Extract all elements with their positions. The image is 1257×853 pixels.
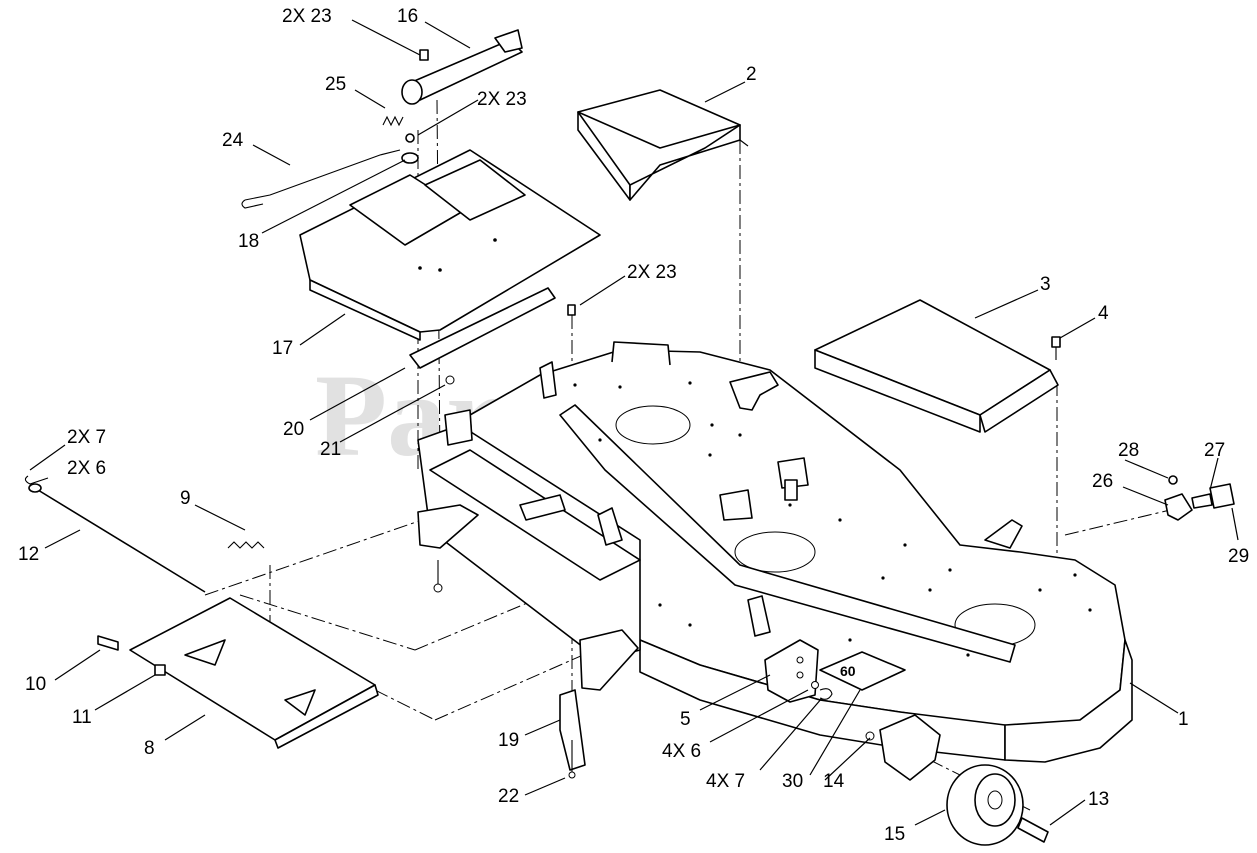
callout-17: 17 <box>272 338 293 359</box>
callout-20: 20 <box>283 419 304 440</box>
callout-28: 28 <box>1118 440 1139 461</box>
callout-29: 29 <box>1228 546 1249 567</box>
callout-2: 2 <box>746 64 757 85</box>
rod-spring-set <box>24 475 265 593</box>
callout-13: 13 <box>1088 789 1109 810</box>
washout-fitting <box>1164 483 1235 521</box>
deck-hitch-frame <box>417 361 641 691</box>
callout-19: 19 <box>498 730 519 751</box>
callout-25: 25 <box>325 74 346 95</box>
callout-3: 3 <box>1040 274 1051 295</box>
callout-5: 5 <box>680 709 691 730</box>
callout-7b: 4X 7 <box>706 771 745 792</box>
leader-lines <box>29 19 1239 826</box>
callout-14: 14 <box>823 771 845 792</box>
callout-18: 18 <box>238 231 259 252</box>
callout-6a: 2X 6 <box>67 458 106 479</box>
callout-1: 1 <box>1178 709 1189 730</box>
callout-12: 12 <box>18 544 39 565</box>
callout-9: 9 <box>180 488 191 509</box>
callout-11: 11 <box>72 707 92 728</box>
callout-23a: 2X 23 <box>282 6 332 27</box>
belt-cover-left <box>577 89 749 201</box>
belt-cover-right <box>814 299 1059 433</box>
callout-6b: 4X 6 <box>662 741 701 762</box>
callout-22: 22 <box>498 786 519 807</box>
spring-rod-washer <box>241 115 419 209</box>
adjustment-plate <box>97 597 379 749</box>
callout-26: 26 <box>1092 471 1113 492</box>
bolts <box>1051 336 1178 485</box>
callout-labels: 2X 23 16 25 2X 23 24 18 2 3 4 2X 23 17 2… <box>18 6 1249 845</box>
callout-4: 4 <box>1098 303 1109 324</box>
mounting-plate <box>409 287 576 385</box>
callout-10: 10 <box>25 674 46 695</box>
svg-text:60: 60 <box>840 663 856 679</box>
callout-24: 24 <box>222 130 244 151</box>
caster-wheel-assembly <box>865 714 1049 846</box>
deck-shield-cover <box>299 149 601 341</box>
callout-16: 16 <box>397 6 418 27</box>
callout-8: 8 <box>144 738 155 759</box>
callout-15: 15 <box>884 824 905 845</box>
height-adjust-bracket <box>764 639 833 703</box>
callout-21: 21 <box>320 439 341 460</box>
callout-7a: 2X 7 <box>67 427 106 448</box>
callout-23b: 2X 23 <box>477 89 527 110</box>
callout-23c: 2X 23 <box>627 262 677 283</box>
bracket-and-bolt <box>559 689 586 779</box>
pivot-bar <box>401 29 523 105</box>
callout-30: 30 <box>782 771 803 792</box>
callout-27: 27 <box>1204 440 1225 461</box>
